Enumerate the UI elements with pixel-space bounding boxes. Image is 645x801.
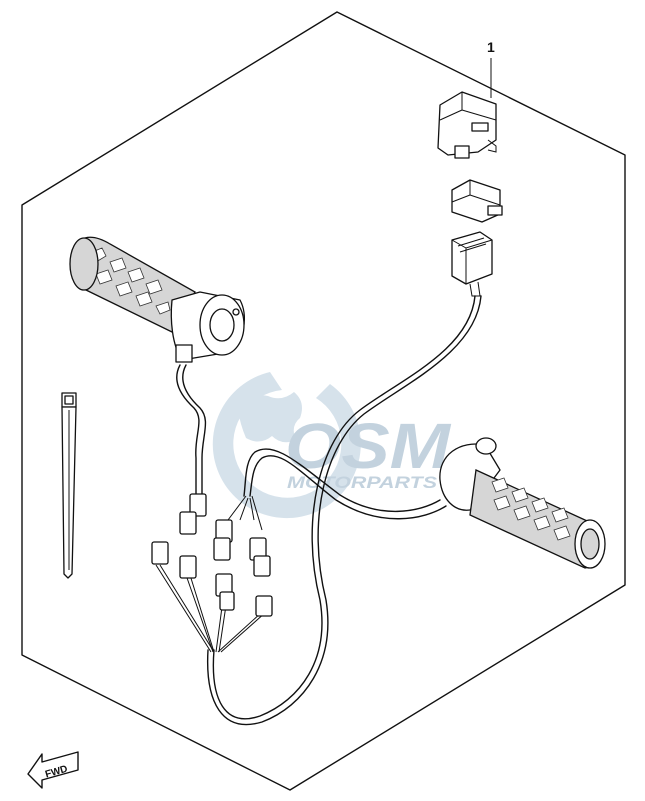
wire-harness	[155, 295, 482, 726]
grip-heater-right	[439, 437, 606, 569]
watermark-logo-text: OSM	[285, 410, 452, 482]
kit-outline	[21, 11, 626, 791]
callout-number: 1	[487, 39, 495, 55]
cable-tie	[61, 392, 77, 579]
main-connector	[451, 231, 493, 297]
fwd-arrow: FWD	[27, 751, 79, 789]
switch-cover	[451, 179, 503, 223]
grip-heater-left	[69, 236, 245, 363]
switch-unit	[437, 91, 497, 159]
watermark-subtitle: MOTORPARTS	[287, 473, 438, 492]
harness-connectors	[151, 493, 273, 617]
watermark: OSM MOTORPARTS	[212, 372, 452, 519]
